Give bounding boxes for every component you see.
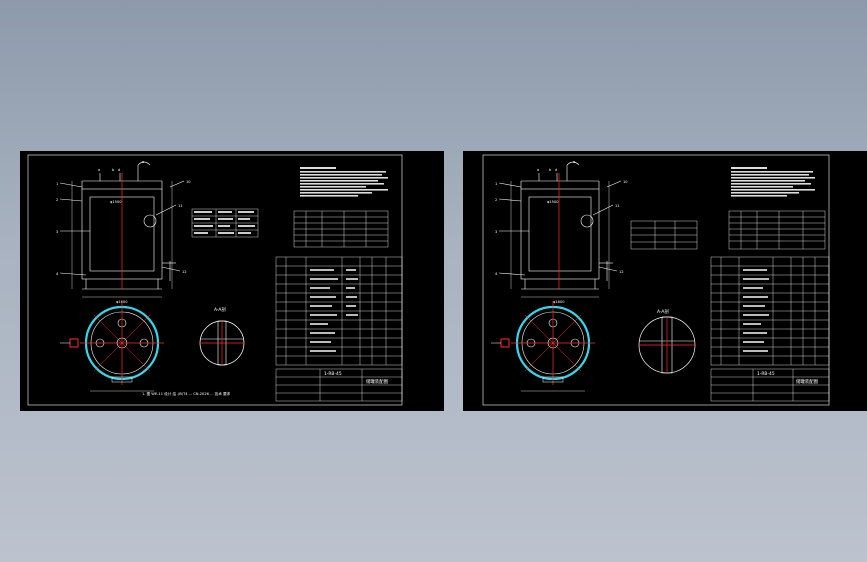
drawing-title: 储罐装配图: [366, 378, 389, 385]
cad-drawing-left: φ1500 φ1600 a b d e 1 2 3 4 10 11 12: [27, 154, 403, 406]
elevation-dimension-lines: [71, 181, 173, 298]
nozzle-table: [293, 210, 389, 248]
pointer-label-10: 10: [623, 180, 628, 184]
technical-requirements-text: [300, 167, 388, 197]
title-block: [275, 368, 403, 402]
tank-plan-view: [491, 301, 595, 392]
technical-requirements-text: [731, 167, 815, 197]
pointer-label-3: 3: [495, 230, 497, 234]
bill-of-materials-text: [743, 269, 769, 352]
drawing-note: 1. 图 WE-11 设计 结 .JB/T4 ... CN-2026 ... 技…: [142, 391, 231, 396]
pointer-label-1: 1: [56, 182, 58, 186]
tank-plan-view: [60, 301, 164, 392]
section-label: A-A剖: [657, 308, 669, 315]
design-data-table: [191, 208, 259, 238]
drawing-sheet-right: φ1500 φ1600 a b d e 1 2 3 4 10 11 12: [463, 151, 867, 411]
pointer-label-d: d: [118, 168, 120, 172]
nozzle-table: [728, 210, 826, 250]
pointer-label-3: 3: [56, 230, 58, 234]
pointer-label-a: a: [537, 168, 539, 172]
pointer-label-a: a: [98, 168, 100, 172]
design-data-table-text: [194, 211, 255, 234]
section-detail: [638, 316, 696, 374]
elevation-dim-label: φ1500: [110, 200, 122, 204]
drawing-sheet-left: φ1500 φ1600 a b d e 1 2 3 4 10 11 12: [20, 151, 444, 411]
tank-elevation-view: [498, 161, 622, 290]
pointer-label-2: 2: [495, 198, 497, 202]
cad-drawing-right: φ1500 φ1600 a b d e 1 2 3 4 10 11 12: [482, 154, 830, 406]
design-data-table: [630, 220, 698, 250]
elevation-dim-label: φ1500: [547, 200, 559, 204]
pointer-label-4: 4: [495, 272, 498, 276]
bottom-dim-label: φ1600: [553, 300, 565, 304]
pointer-label-1: 1: [495, 182, 497, 186]
pointer-label-11: 11: [615, 204, 620, 208]
pointer-label-d: d: [555, 168, 557, 172]
pointer-label-2: 2: [56, 198, 58, 202]
pointer-label-b: b: [549, 168, 552, 172]
pointer-label-e: e: [142, 160, 145, 164]
bill-of-materials-table: [710, 256, 830, 366]
pointer-label-4: 4: [56, 272, 59, 276]
pointer-label-10: 10: [186, 180, 191, 184]
pointer-label-12: 12: [182, 270, 187, 274]
pointer-label-e: e: [573, 160, 576, 164]
bill-of-materials-text: [310, 269, 358, 352]
pointer-label-b: b: [112, 168, 115, 172]
section-label: A-A剖: [214, 306, 226, 313]
drawing-number: 1-RB-45: [757, 371, 775, 377]
pointer-label-11: 11: [178, 204, 183, 208]
pointer-label-12: 12: [619, 270, 624, 274]
section-detail: [199, 320, 245, 366]
elevation-dimension-lines: [510, 181, 610, 298]
title-block: [710, 368, 830, 402]
drawing-title: 储罐装配图: [796, 378, 819, 385]
bill-of-materials-table: [275, 256, 403, 366]
drawing-number: 1-RB-45: [324, 371, 342, 377]
